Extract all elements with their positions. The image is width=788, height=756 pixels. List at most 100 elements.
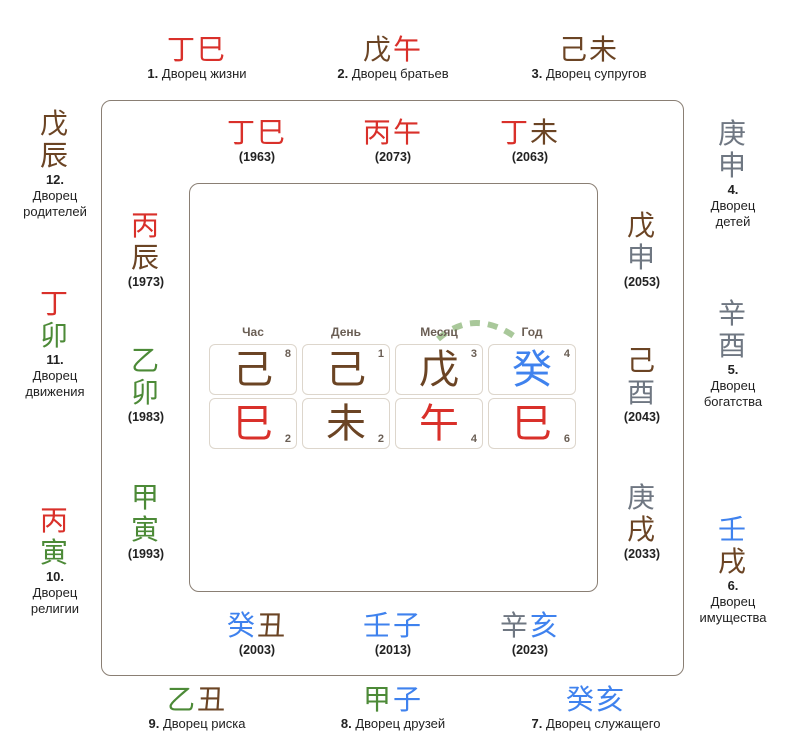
palace-branch: 午 [392, 33, 424, 66]
cell-number: 4 [470, 433, 477, 445]
luck-pillar[interactable]: 乙卯(1983) [128, 345, 164, 425]
palace-stem: 丙 [39, 504, 70, 537]
luck-pillar-branch: 子 [393, 609, 424, 642]
palace-label: 10.Дворец религии [15, 569, 95, 617]
luck-pillar-stem: 己 [626, 344, 658, 377]
luck-pillar[interactable]: 丁巳(1963) [227, 117, 287, 165]
palace-branch: 申 [717, 149, 748, 182]
palace-label: 6.Дворец имущества [688, 578, 778, 626]
palace-stem: 辛 [717, 297, 748, 330]
luck-pillar-branch: 丑 [257, 609, 288, 642]
luck-pillar-stem: 戊 [626, 209, 658, 242]
luck-pillar[interactable]: 辛亥(2023) [500, 610, 560, 658]
palace-name: Дворец родителей [23, 188, 87, 219]
luck-pillar[interactable]: 丙午(2073) [363, 117, 423, 165]
palace-number: 2. [337, 66, 349, 81]
palace-branch: 子 [392, 683, 424, 716]
palace-label: 9. Дворец риска [149, 716, 246, 732]
luck-pillar-stem: 甲 [130, 481, 162, 514]
pillar-header-0: Час [242, 325, 264, 339]
luck-pillar-stem: 壬 [362, 609, 393, 642]
palace-branch: 卯 [39, 319, 70, 352]
palace-number: 12. [45, 172, 65, 187]
palace-name: Дворец жизни [161, 66, 247, 81]
luck-pillar-year: (2043) [623, 410, 661, 424]
palace-stem: 己 [558, 33, 589, 66]
palace-name: Дворец движения [25, 368, 85, 399]
palace-branch: 戌 [717, 545, 748, 578]
luck-pillar-stem: 庚 [626, 481, 658, 514]
bazi-chart-frame [189, 183, 598, 592]
palace-name: Дворец детей [710, 198, 756, 229]
luck-pillar-year: (2013) [374, 643, 412, 657]
cell-number: 8 [284, 348, 291, 360]
palace-branch: 丑 [196, 683, 228, 716]
palace-number: 11. [46, 352, 64, 367]
luck-pillar-stem: 癸 [226, 609, 257, 642]
palace-name: Дворец супругов [545, 66, 647, 81]
luck-pillar-branch: 午 [393, 116, 424, 149]
cell-number: 2 [284, 433, 291, 445]
palace-label: 12.Дворец родителей [10, 172, 100, 220]
luck-pillar-branch: 卯 [130, 376, 162, 409]
pillar-header-1: День [331, 325, 361, 339]
pillar-header-3: Год [521, 325, 543, 339]
luck-pillar[interactable]: 己酉(2043) [624, 345, 660, 425]
palace-label: 7. Дворец служащего [532, 716, 661, 732]
luck-pillar-branch: 巳 [257, 116, 288, 149]
palace-name: Дворец друзей [355, 716, 446, 731]
luck-pillar-stem: 辛 [499, 609, 530, 642]
luck-pillar-year: (2023) [511, 643, 549, 657]
luck-pillars-frame [101, 100, 684, 676]
cell-number: 2 [377, 433, 384, 445]
luck-pillar[interactable]: 庚戌(2033) [624, 482, 660, 562]
luck-pillar[interactable]: 壬子(2013) [363, 610, 423, 658]
palace-number: 10. [45, 569, 65, 584]
palace-label: 11.Дворец движения [15, 352, 95, 400]
luck-pillar-year: (1963) [238, 150, 276, 164]
palace-number: 8. [340, 716, 352, 731]
palace-stem: 乙 [166, 683, 197, 716]
luck-pillar-branch: 寅 [130, 513, 162, 546]
cell-character: 己 [326, 347, 366, 393]
palace-number: 7. [531, 716, 543, 731]
luck-pillar-year: (2033) [623, 547, 661, 561]
luck-pillar-stem: 丁 [226, 116, 257, 149]
cell-number: 1 [377, 348, 384, 360]
palace-name: Дворец братьев [351, 66, 449, 81]
luck-pillar[interactable]: 癸丑(2003) [227, 610, 287, 658]
palace-stem: 戊 [362, 33, 393, 66]
cell-character: 未 [326, 401, 366, 447]
palace-name: Дворец имущества [699, 594, 767, 625]
palace-number: 1. [147, 66, 159, 81]
luck-pillar[interactable]: 甲寅(1993) [128, 482, 164, 562]
palace-stem: 壬 [717, 513, 748, 546]
luck-pillar-year: (2053) [623, 275, 661, 289]
luck-pillar[interactable]: 戊申(2053) [624, 210, 660, 290]
cell-number: 3 [470, 348, 477, 360]
palace-stem: 戊 [39, 107, 70, 140]
luck-pillar[interactable]: 丙辰(1973) [128, 210, 164, 290]
luck-pillar[interactable]: 丁未(2063) [500, 117, 560, 165]
luck-pillar-stem: 丁 [499, 116, 530, 149]
palace-branch: 巳 [196, 33, 228, 66]
cell-character: 巳 [233, 401, 273, 447]
palace-label: 1. Дворец жизни [147, 66, 246, 82]
palace-branch: 寅 [39, 536, 70, 569]
palace-stem: 丁 [166, 33, 197, 66]
palace-label: 5.Дворец богатства [693, 362, 773, 410]
palace-label: 3. Дворец супругов [532, 66, 647, 82]
